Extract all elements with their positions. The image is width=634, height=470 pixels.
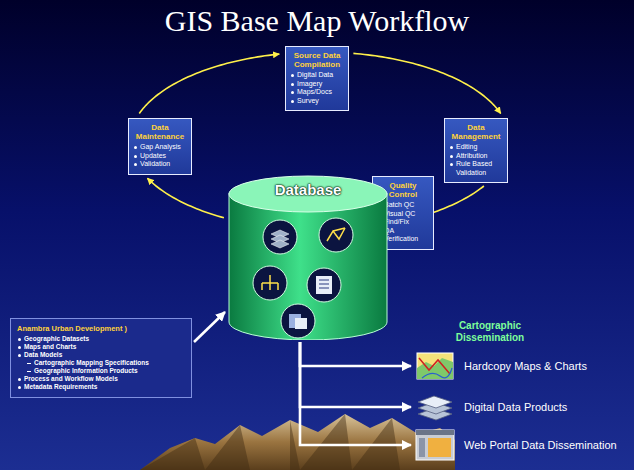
group-label: Cartographic Dissemination	[425, 320, 555, 344]
icon-tree	[262, 275, 278, 290]
icon-disc	[319, 218, 353, 252]
output-icon	[414, 350, 456, 382]
node-heading: Data Maintenance	[133, 123, 187, 141]
process-box: Data ManagementEditingAttributionRule Ba…	[444, 118, 508, 183]
cylinder-shape	[228, 175, 388, 340]
bullet-text: Metadata Requirements	[17, 383, 185, 391]
icon-sheet	[295, 318, 307, 329]
browser-bar	[416, 430, 454, 435]
requirements-box: Anambra Urban Development ) Geographic Da…	[10, 318, 192, 398]
bullet-text: Cartographic Mapping Specifications	[17, 359, 185, 367]
flow-arrow	[300, 342, 411, 366]
node-heading: Data Management	[449, 123, 503, 141]
text-holder: Web Portal Data Dissemination	[464, 439, 617, 452]
mountain-range	[140, 414, 455, 470]
icon-disc	[281, 304, 315, 338]
bullet-text: Validation	[133, 160, 187, 169]
cycle-arrow	[139, 54, 279, 113]
map-road	[419, 358, 450, 374]
bullet-text: Data Models	[17, 351, 185, 359]
process-box: Data MaintenanceGap AnalysisUpdatesValid…	[128, 118, 192, 175]
bullet-text: Digital Data	[290, 71, 344, 80]
node-heading: Hardcopy Maps & Charts	[464, 360, 587, 373]
map-river	[422, 368, 452, 378]
database-cylinder: Database	[228, 175, 388, 340]
output-item: Hardcopy Maps & Charts	[414, 350, 619, 382]
node-heading: Digital Data Products	[464, 401, 567, 414]
output-icon	[414, 428, 456, 462]
mountain-shade	[140, 414, 400, 470]
browser-window	[416, 430, 454, 460]
bullet-text: Rule Based Validation	[449, 160, 503, 177]
process-box: Source Data CompilationDigital DataImage…	[285, 46, 349, 111]
output-item: Digital Data Products	[414, 392, 619, 422]
icon-graph	[327, 228, 345, 241]
flow-arrow	[300, 342, 411, 407]
bullet-text: Gap Analysis	[133, 143, 187, 152]
bullet-text: Geographic Datasets	[17, 335, 185, 343]
browser-content	[428, 438, 451, 457]
node-heading: Database	[228, 175, 388, 198]
bullet-text: Maps/Docs	[290, 88, 344, 97]
data-icon	[319, 218, 353, 252]
bullet-text: Imagery	[290, 80, 344, 89]
output-item: Web Portal Data Dissemination	[414, 428, 619, 462]
data-icon	[307, 268, 341, 302]
data-icon	[281, 304, 315, 338]
cycle-arrow	[147, 178, 223, 218]
bullet-text: Attribution	[449, 152, 503, 161]
cycle-arrow	[353, 53, 500, 113]
output-icon	[414, 392, 456, 422]
icon-disc	[307, 268, 341, 302]
bullet-text: Survey	[290, 97, 344, 106]
bullet-text: Editing	[449, 143, 503, 152]
node-heading: Anambra Urban Development )	[17, 324, 185, 333]
icon-disc	[253, 266, 287, 300]
text-holder: Digital Data Products	[464, 401, 567, 414]
map-sheet	[417, 353, 453, 379]
icon-layer	[271, 240, 289, 248]
icon-doc-lines	[319, 280, 329, 288]
flow-arrow	[300, 342, 411, 445]
data-layer	[418, 396, 452, 408]
flow-arrow	[194, 312, 225, 342]
diagram-title: GIS Base Map Workflow	[0, 4, 634, 38]
bullet-text: Geographic Information Products	[17, 367, 185, 375]
icon-disc	[263, 220, 297, 254]
bullet-text: Process and Workflow Models	[17, 375, 185, 383]
data-icon	[253, 266, 287, 300]
node-heading: Source Data Compilation	[290, 51, 344, 69]
node-heading: Web Portal Data Dissemination	[464, 439, 617, 452]
bullet-text: Maps and Charts	[17, 343, 185, 351]
cylinder-top	[229, 176, 387, 212]
map-area	[417, 358, 453, 379]
cylinder-body	[229, 193, 387, 340]
data-icon	[263, 220, 297, 254]
browser-side	[419, 438, 425, 457]
icon-doc	[316, 276, 332, 294]
text-holder: Hardcopy Maps & Charts	[464, 360, 587, 373]
bullet-text: Updates	[133, 152, 187, 161]
